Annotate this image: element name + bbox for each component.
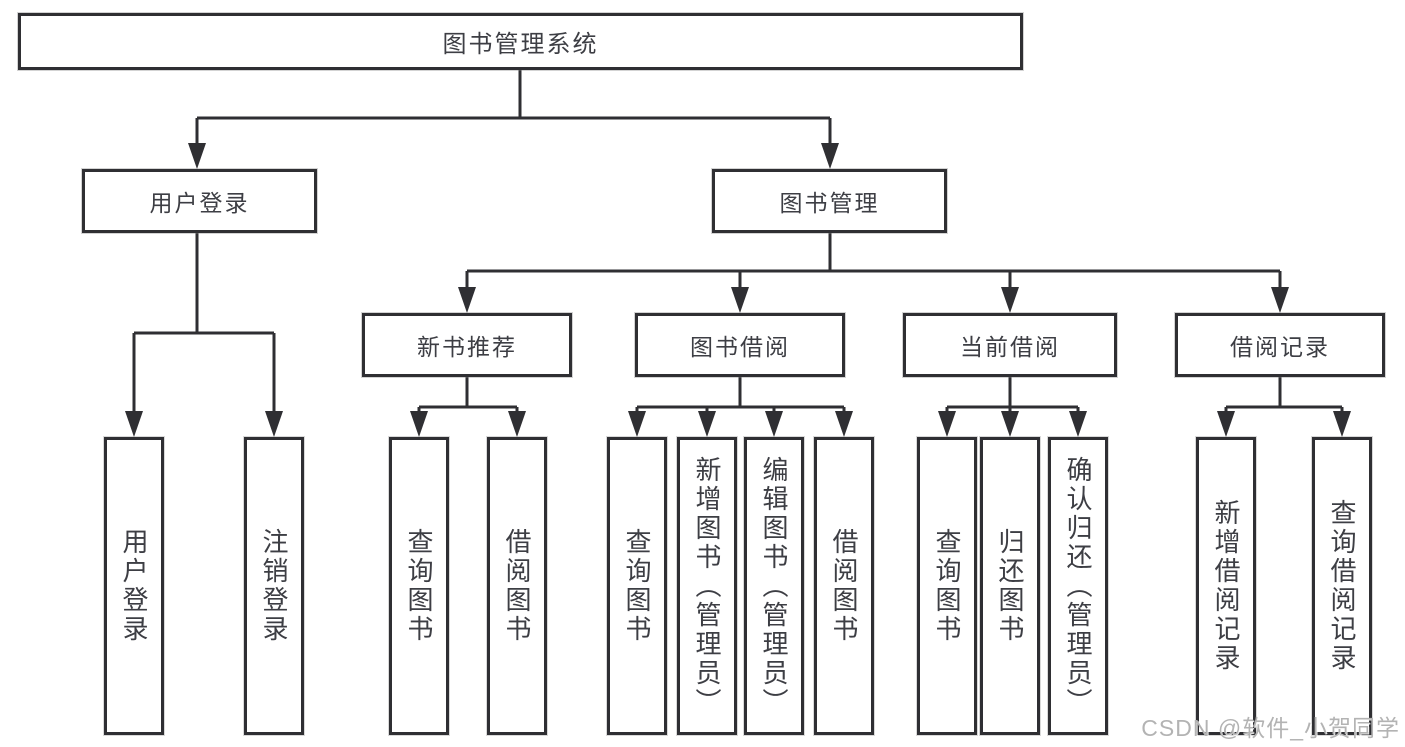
node-book-borrow: 图书借阅	[635, 313, 845, 377]
node-current-borrow: 当前借阅	[903, 313, 1117, 377]
node-label: 用户登录	[149, 190, 250, 216]
node-label: 当前借阅	[960, 334, 1060, 360]
leaf-record-add-borrow-record: 新增借阅记录	[1196, 437, 1256, 735]
leaf-borrow-borrow-books: 借阅图书	[814, 437, 874, 735]
leaf-label: 借阅图书	[829, 528, 859, 644]
arrowheads	[125, 143, 1351, 437]
leaf-borrow-add-books-admin: 新增图书（管理员）	[677, 437, 737, 735]
leaf-label: 新增借阅记录	[1211, 499, 1241, 673]
leaf-logout: 注销登录	[244, 437, 304, 735]
leaf-current-query-books: 查询图书	[917, 437, 977, 735]
leaf-label: 确认归还（管理员）	[1063, 455, 1093, 717]
node-label: 借阅记录	[1230, 334, 1330, 360]
leaf-current-confirm-return-admin: 确认归还（管理员）	[1048, 437, 1108, 735]
node-book-management: 图书管理	[712, 169, 947, 233]
leaf-borrow-query-books: 查询图书	[607, 437, 667, 735]
leaf-user-login: 用户登录	[104, 437, 164, 735]
leaf-label: 查询图书	[622, 528, 652, 644]
leaf-label: 注销登录	[259, 528, 289, 644]
leaf-newbook-borrow-books: 借阅图书	[487, 437, 547, 735]
node-user-login: 用户登录	[82, 169, 317, 233]
node-label: 新书推荐	[417, 334, 517, 360]
leaf-borrow-edit-books-admin: 编辑图书（管理员）	[744, 437, 804, 735]
leaf-label: 查询借阅记录	[1327, 499, 1357, 673]
node-borrow-records: 借阅记录	[1175, 313, 1385, 377]
node-label: 图书借阅	[690, 334, 790, 360]
leaf-label: 归还图书	[995, 528, 1025, 644]
node-library-management-system: 图书管理系统	[18, 13, 1023, 70]
leaf-label: 新增图书（管理员）	[692, 455, 722, 717]
leaf-label: 查询图书	[932, 528, 962, 644]
node-new-book-recommend: 新书推荐	[362, 313, 572, 377]
leaf-label: 编辑图书（管理员）	[759, 455, 789, 717]
leaf-newbook-query-books: 查询图书	[389, 437, 449, 735]
node-label: 图书管理	[779, 190, 880, 216]
leaf-record-query-borrow-record: 查询借阅记录	[1312, 437, 1372, 735]
leaf-label: 借阅图书	[502, 528, 532, 644]
leaf-label: 查询图书	[404, 528, 434, 644]
csdn-watermark: CSDN @软件_小贺同学	[1141, 715, 1400, 741]
leaf-label: 用户登录	[119, 528, 149, 644]
leaf-current-return-books: 归还图书	[980, 437, 1040, 735]
node-label: 图书管理系统	[442, 31, 599, 58]
